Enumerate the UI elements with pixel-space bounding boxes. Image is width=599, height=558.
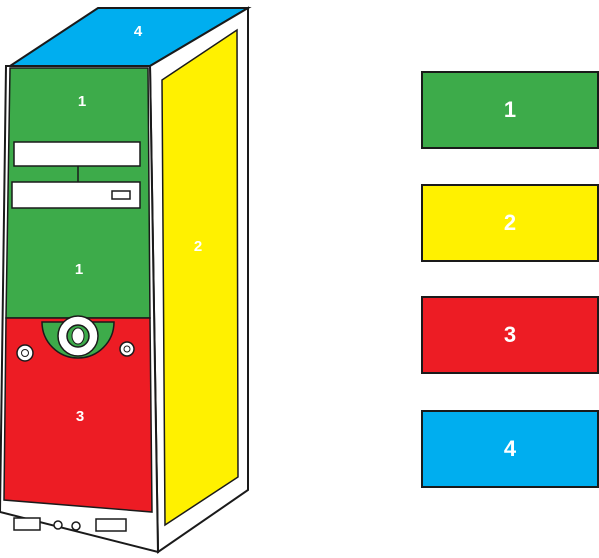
drive-bay-top (14, 142, 140, 166)
case-front-lower-label: 3 (76, 408, 84, 425)
power-button-core (72, 328, 84, 344)
port-usb-right (96, 519, 126, 531)
case-front-upper-label: 1 (78, 93, 86, 110)
legend-item-4: 4 (421, 410, 599, 488)
legend-item-3: 3 (421, 296, 599, 374)
drive-bay-eject-button (112, 191, 130, 199)
port-audio-2 (72, 522, 80, 530)
legend-item-2: 2 (421, 184, 599, 262)
legend-label-1: 1 (504, 97, 516, 123)
legend-item-1: 1 (421, 71, 599, 149)
port-audio-1 (54, 521, 62, 529)
port-usb-left (14, 518, 40, 530)
case-top-label: 4 (134, 23, 143, 40)
computer-case-illustration: 4 2 1 1 3 (0, 0, 260, 558)
case-side-label: 2 (194, 238, 202, 255)
legend-label-2: 2 (504, 210, 516, 236)
legend-label-3: 3 (504, 322, 516, 348)
case-side-panel (162, 30, 238, 525)
legend-label-4: 4 (504, 436, 516, 462)
led-left-inner (22, 350, 29, 357)
case-front-middle-label: 1 (75, 261, 83, 278)
led-right-inner (124, 346, 130, 352)
